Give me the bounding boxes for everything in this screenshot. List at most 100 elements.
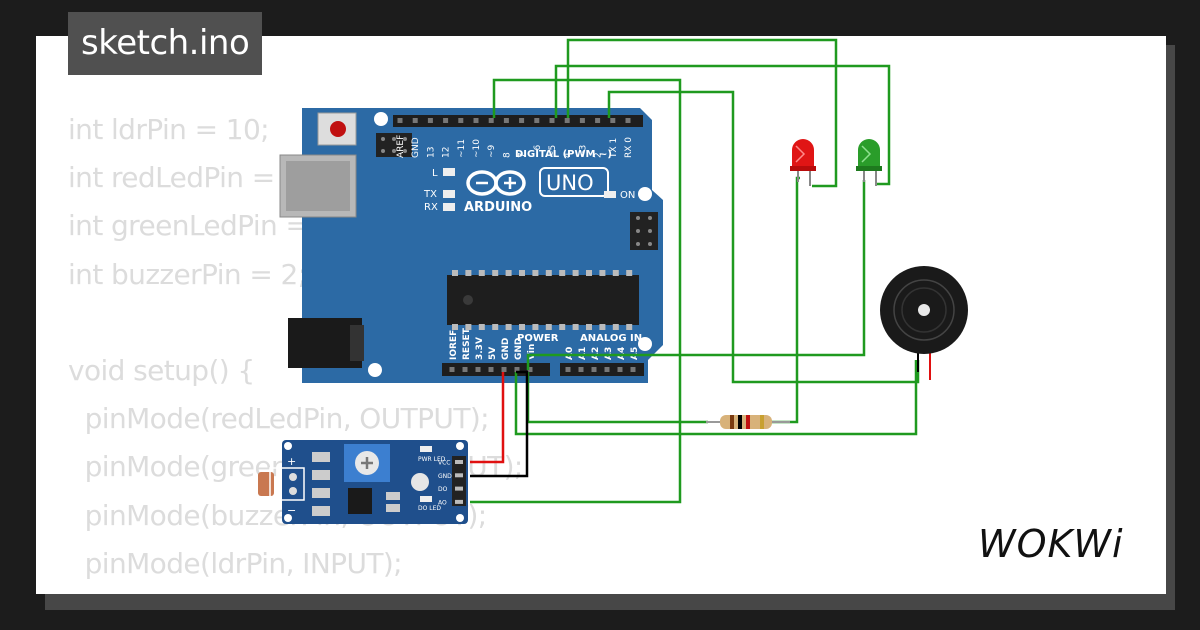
analog-pin[interactable] xyxy=(630,367,636,372)
header-pin[interactable] xyxy=(534,118,540,123)
analog-pin[interactable] xyxy=(578,367,584,372)
chip-pin xyxy=(586,324,592,330)
power-pin[interactable] xyxy=(475,367,481,372)
header-pin[interactable] xyxy=(625,118,631,123)
power-pin[interactable] xyxy=(514,367,520,372)
chip-pin xyxy=(545,324,552,330)
resistor[interactable] xyxy=(706,415,790,429)
wire-red-led-resistor[interactable] xyxy=(770,176,800,424)
header-pin[interactable] xyxy=(549,118,555,123)
tx-led xyxy=(443,190,455,198)
chip-pin xyxy=(586,270,592,276)
header-pin[interactable] xyxy=(443,118,449,123)
pwr-led-label: PWR LED xyxy=(418,456,446,463)
digital-pin-label: GND xyxy=(411,137,421,158)
chip-pin xyxy=(465,270,472,276)
green-led[interactable] xyxy=(856,139,882,186)
code-line: pinMode(ldrPin, INPUT); xyxy=(68,546,403,580)
analog-pin[interactable] xyxy=(617,367,623,372)
wire-gnd-sensor-gnd[interactable] xyxy=(470,370,529,478)
buzzer[interactable] xyxy=(880,266,968,380)
power-pin[interactable] xyxy=(449,367,455,372)
header-pin[interactable] xyxy=(579,118,585,123)
power-pin[interactable] xyxy=(501,367,507,372)
chip-pin xyxy=(545,270,552,276)
digital-pin-label: ~11 xyxy=(457,139,467,158)
plus-label: + xyxy=(287,455,296,468)
sensor-pin[interactable] xyxy=(455,499,463,504)
power-pin[interactable] xyxy=(527,367,533,372)
wire-pin2-buzzer[interactable] xyxy=(607,90,920,384)
red-led[interactable] xyxy=(790,139,816,186)
header-pin[interactable] xyxy=(397,118,403,123)
analog-pin[interactable] xyxy=(591,367,597,372)
sensor-pin-label: DO xyxy=(438,486,448,493)
power-header xyxy=(442,363,550,376)
chip-pin xyxy=(572,324,579,330)
chip-pin xyxy=(626,270,633,276)
wire-green-led-gnd[interactable] xyxy=(526,180,866,370)
sensor-pin[interactable] xyxy=(455,486,463,491)
power-pin[interactable] xyxy=(488,367,494,372)
power-pin-label: GND xyxy=(501,338,511,360)
rx-led-label: RX xyxy=(424,202,438,213)
header-pin[interactable] xyxy=(519,118,525,123)
atmega-chip xyxy=(447,275,639,325)
header-pin[interactable] xyxy=(610,118,616,123)
mount-hole xyxy=(638,337,652,351)
wire-5v-sensor-vcc[interactable] xyxy=(470,372,505,464)
wokwi-logo: WOKWi xyxy=(978,522,1124,566)
chip-pin xyxy=(478,270,485,276)
analog-pin-label: A2 xyxy=(591,347,601,360)
icsp2-header xyxy=(630,212,658,250)
reset-button-cap xyxy=(330,121,346,137)
analog-pin-label: A4 xyxy=(617,347,627,360)
sensor-pin-label: GND xyxy=(438,473,452,480)
header-pin[interactable] xyxy=(564,118,570,123)
digital-pin-label: AREF xyxy=(396,135,406,158)
chip-pin xyxy=(465,324,472,330)
sensor-pin[interactable] xyxy=(455,473,463,478)
header-pin[interactable] xyxy=(503,118,509,123)
analog-header xyxy=(560,363,644,376)
analog-pin[interactable] xyxy=(565,367,571,372)
rx-led xyxy=(443,203,455,211)
digital-pin-label: ~6 xyxy=(533,144,543,158)
header-pin[interactable] xyxy=(488,118,494,123)
digital-pin-label: 8 xyxy=(502,152,512,158)
sensor-pin-label: AO xyxy=(438,499,447,506)
sensor-pin-label: VCC xyxy=(438,460,450,467)
mount-hole xyxy=(368,363,382,377)
analog-pin[interactable] xyxy=(604,367,610,372)
wire-pin7-green-led[interactable] xyxy=(554,64,891,186)
digital-label: DIGITAL (PWM ~) xyxy=(515,149,612,160)
header-pin[interactable] xyxy=(595,118,601,123)
digital-pin-label: ~9 xyxy=(487,144,497,158)
digital-pin-label: TX 1 xyxy=(609,138,619,159)
power-pin-label: 5V xyxy=(488,347,498,360)
code-line: int buzzerPin = 2; xyxy=(68,257,307,291)
digital-pin-label: ~5 xyxy=(548,145,558,158)
header-pin[interactable] xyxy=(427,118,433,123)
sensor-pin[interactable] xyxy=(455,460,463,464)
do-led-label: DO LED xyxy=(418,505,441,512)
tx-led-label: TX xyxy=(423,189,437,200)
chip-pin xyxy=(492,324,499,330)
header-pin[interactable] xyxy=(473,118,479,123)
ldr-photoresistor xyxy=(258,472,274,496)
power-jack-end xyxy=(350,325,364,361)
power-pin-label: 3.3V xyxy=(475,337,485,360)
power-pin[interactable] xyxy=(462,367,468,372)
digital-pin-label: 2 xyxy=(594,152,604,158)
header-pin[interactable] xyxy=(458,118,464,123)
header-pin[interactable] xyxy=(412,118,418,123)
analog-pin-label: A3 xyxy=(604,347,614,360)
wire-pin10-sensor-ao[interactable] xyxy=(470,78,682,504)
chip-pin xyxy=(532,324,539,330)
wire-buzzer-gnd[interactable] xyxy=(514,360,918,436)
analog-pin-label: A5 xyxy=(630,347,640,360)
power-pin-label: RESET xyxy=(462,327,472,360)
